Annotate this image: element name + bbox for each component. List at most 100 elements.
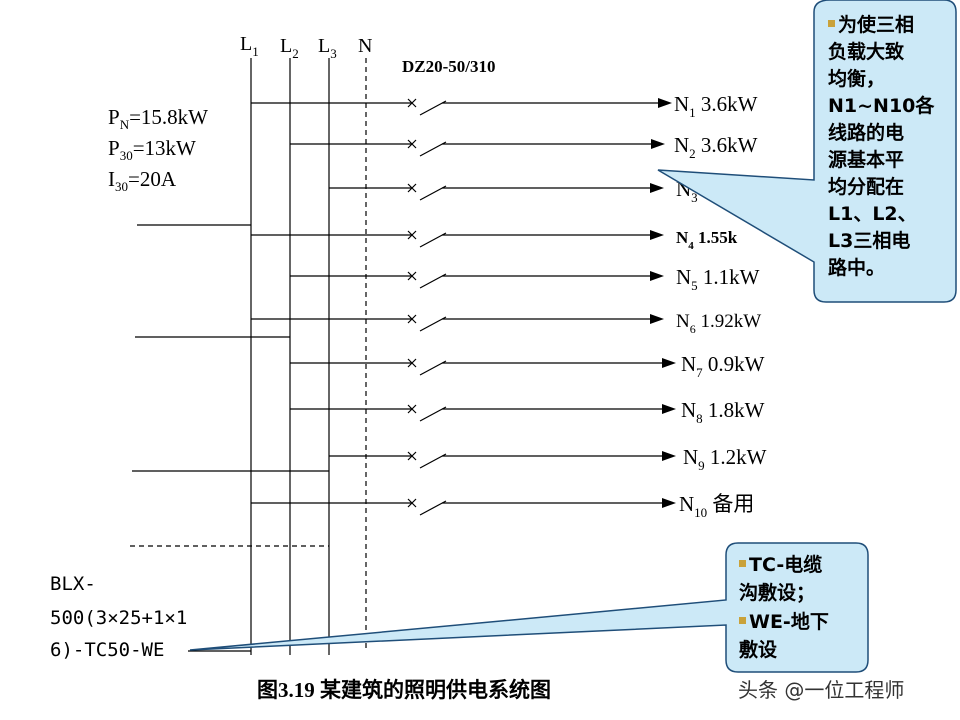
callout-phase-balance-line: 为使三相 — [838, 13, 914, 36]
circuit-load: 1.92kW — [696, 311, 762, 332]
param-p30: P30=13kW — [108, 136, 196, 163]
switch-blade — [419, 185, 447, 201]
circuit-3: N3 — [329, 177, 698, 205]
circuit-4: N4 1.55k — [251, 228, 738, 252]
circuit-label: N2 3.6kW — [674, 133, 758, 161]
cable-spec: BLX- 500(3×25+1×1 6)-TC50-WE — [50, 573, 187, 661]
callout-phase-balance-line: 均衡， — [828, 67, 885, 90]
cable-spec-line-3: 6)-TC50-WE — [50, 639, 164, 661]
circuit-number: 9 — [698, 458, 705, 473]
circuit-1: N1 3.6kW — [251, 92, 758, 120]
circuit-name: N — [676, 311, 690, 332]
param-i30: I30=20A — [108, 167, 177, 194]
bus-lines — [250, 58, 367, 655]
bus-label-l2: L2 — [280, 35, 299, 61]
switch-blade — [419, 100, 447, 116]
callout-laying-method-line: TC-电缆 — [749, 553, 822, 576]
arrow-head-icon — [662, 451, 676, 461]
breaker-x-icon — [407, 230, 417, 240]
circuit-load: 3.6kW — [696, 92, 758, 116]
circuit-load: 1.1kW — [698, 265, 760, 289]
bullet-icon — [828, 20, 835, 27]
switch-blade — [419, 232, 447, 248]
circuit-8: N8 1.8kW — [290, 398, 765, 426]
breaker-x-icon — [407, 451, 417, 461]
breaker-x-icon — [407, 98, 417, 108]
circuit-name: N — [679, 492, 694, 516]
bus-label-n: N — [358, 35, 372, 57]
circuit-2: N2 3.6kW — [290, 133, 758, 161]
load-parameters: PN=15.8kW P30=13kW I30=20A — [108, 105, 208, 194]
bullet-icon — [739, 560, 746, 567]
circuit-label: N8 1.8kW — [681, 398, 765, 426]
circuit-number: 4 — [688, 240, 694, 252]
callout-laying-method-line: 沟敷设； — [739, 581, 815, 604]
callout-phase-balance-line: L3三相电 — [828, 229, 910, 252]
circuit-label: N9 1.2kW — [683, 445, 767, 473]
arrow-head-icon — [650, 271, 664, 281]
circuit-number: 6 — [690, 322, 696, 336]
circuit-name: N — [683, 445, 698, 469]
breaker-x-icon — [407, 271, 417, 281]
circuit-9: N9 1.2kW — [329, 445, 767, 473]
circuit-load: 3.6kW — [696, 133, 758, 157]
cable-spec-line-1: BLX- — [50, 573, 96, 595]
breaker-x-icon — [407, 358, 417, 368]
circuit-number: 8 — [696, 411, 703, 426]
circuit-label: N10 备用 — [679, 492, 754, 520]
arrow-head-icon — [650, 183, 664, 193]
callout-laying-method-line: 敷设 — [739, 638, 777, 661]
switch-blade — [419, 316, 447, 332]
bus-label-l1: L1 — [240, 33, 259, 59]
switch-blade — [419, 360, 447, 376]
switch-blade — [419, 141, 447, 157]
bullet-icon — [739, 617, 746, 624]
arrow-head-icon — [662, 404, 676, 414]
callout-phase-balance-line: 负载大致 — [828, 40, 905, 63]
circuit-number: 3 — [691, 190, 698, 205]
circuit-label: N6 1.92kW — [676, 311, 761, 336]
bus-label-l3: L3 — [318, 35, 337, 61]
circuit-number: 5 — [691, 278, 698, 293]
callout-phase-balance-line: L1、L2、 — [828, 203, 917, 225]
circuit-name: N — [676, 228, 689, 247]
switch-blade — [419, 500, 447, 516]
circuit-number: 2 — [689, 146, 696, 161]
breaker-x-icon — [407, 404, 417, 414]
switch-blade — [419, 406, 447, 422]
circuit-label: N5 1.1kW — [676, 265, 760, 293]
circuit-10: N10 备用 — [251, 492, 754, 520]
arrow-head-icon — [662, 358, 676, 368]
feeder-stubs — [130, 224, 329, 547]
circuit-load: 备用 — [707, 492, 754, 516]
circuit-name: N — [681, 352, 696, 376]
circuit-number: 1 — [689, 105, 696, 120]
circuit-name: N — [674, 92, 689, 116]
breaker-model-label: DZ20-50/310 — [402, 57, 496, 76]
callout-phase-balance-line: 源基本平 — [828, 148, 904, 171]
callout-phase-balance-shape — [657, 0, 957, 303]
callout-laying-method: TC-电缆沟敷设；WE-地下敷设 — [189, 542, 869, 673]
breaker-x-icon — [407, 139, 417, 149]
cable-spec-line-2: 500(3×25+1×1 — [50, 607, 187, 629]
figure-caption: 图3.19 某建筑的照明供电系统图 — [257, 678, 551, 702]
arrow-head-icon — [651, 139, 665, 149]
circuit-load: 1.8kW — [703, 398, 765, 422]
circuit-5: N5 1.1kW — [290, 265, 760, 293]
bus-labels: L1 L2 L3 N — [240, 33, 372, 61]
breaker-x-icon — [407, 183, 417, 193]
arrow-head-icon — [662, 498, 676, 508]
circuit-label: N7 0.9kW — [681, 352, 765, 380]
circuit-7: N7 0.9kW — [290, 352, 765, 380]
circuit-number: 7 — [696, 365, 703, 380]
circuit-load: 1.2kW — [705, 445, 767, 469]
callout-phase-balance-line: 线路的电 — [828, 121, 904, 144]
callout-laying-method-shape — [189, 542, 869, 673]
callout-phase-balance-line: 均分配在 — [828, 175, 904, 198]
callout-phase-balance-line: 路中。 — [828, 256, 885, 279]
arrow-head-icon — [658, 98, 672, 108]
switch-blade — [419, 273, 447, 289]
